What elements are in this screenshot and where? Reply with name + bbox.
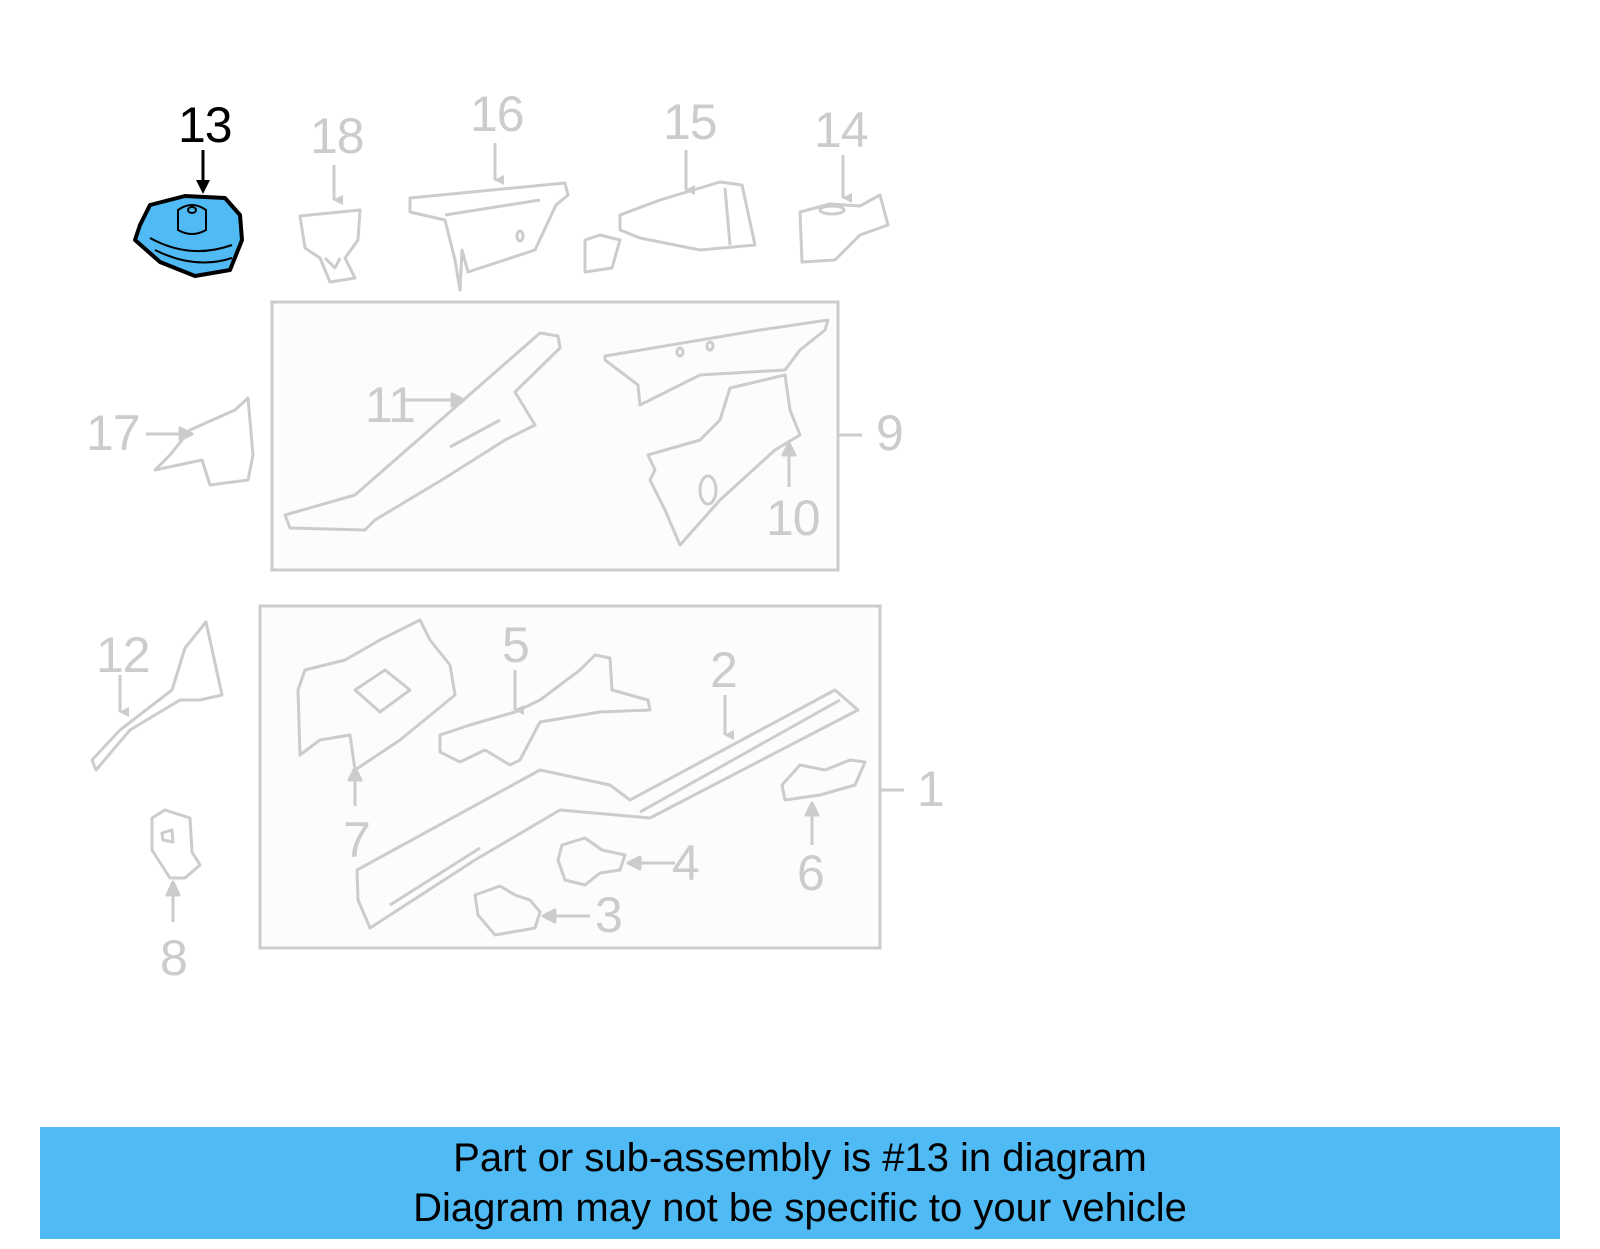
part-10[interactable] <box>646 373 802 547</box>
callout-1[interactable]: 1 <box>917 761 945 817</box>
part-8[interactable] <box>150 808 202 922</box>
part-5[interactable] <box>438 653 652 767</box>
part-16[interactable] <box>408 143 570 292</box>
callout-11[interactable]: 11 <box>365 377 416 433</box>
part-6[interactable] <box>780 758 867 845</box>
callout-12[interactable]: 12 <box>96 627 151 683</box>
callout-10[interactable]: 10 <box>766 490 821 546</box>
part-11[interactable] <box>283 331 562 532</box>
part-17[interactable] <box>146 396 255 487</box>
callout-13[interactable]: 13 <box>178 97 233 153</box>
part-12[interactable] <box>90 620 224 772</box>
callout-16[interactable]: 16 <box>470 86 525 142</box>
banner-line-part: Part or sub-assembly is #13 in diagram <box>453 1136 1147 1180</box>
part-4[interactable] <box>556 836 675 887</box>
callout-4[interactable]: 4 <box>672 835 700 891</box>
callout-2[interactable]: 2 <box>710 642 738 698</box>
callout-17[interactable]: 17 <box>86 405 141 461</box>
part-7[interactable] <box>296 618 457 806</box>
part-2[interactable] <box>355 688 860 930</box>
part-13-highlighted[interactable] <box>133 150 244 278</box>
callout-15[interactable]: 15 <box>663 94 718 150</box>
part-14[interactable] <box>798 155 890 264</box>
callout-7[interactable]: 7 <box>343 812 371 868</box>
callout-14[interactable]: 14 <box>814 102 869 158</box>
part-15[interactable] <box>583 150 757 274</box>
group-box-9 <box>270 300 840 572</box>
info-banner: Part or sub-assembly is #13 in diagram D… <box>40 1127 1560 1239</box>
callout-6[interactable]: 6 <box>797 845 825 901</box>
callout-8[interactable]: 8 <box>160 930 188 986</box>
part-18[interactable] <box>298 165 362 284</box>
part-3[interactable] <box>473 884 590 937</box>
banner-line-disclaimer: Diagram may not be specific to your vehi… <box>413 1186 1187 1230</box>
callout-9[interactable]: 9 <box>876 405 904 461</box>
callout-5[interactable]: 5 <box>502 617 530 673</box>
callout-18[interactable]: 18 <box>310 108 365 164</box>
part-9[interactable] <box>603 318 830 407</box>
callout-3[interactable]: 3 <box>595 887 623 943</box>
